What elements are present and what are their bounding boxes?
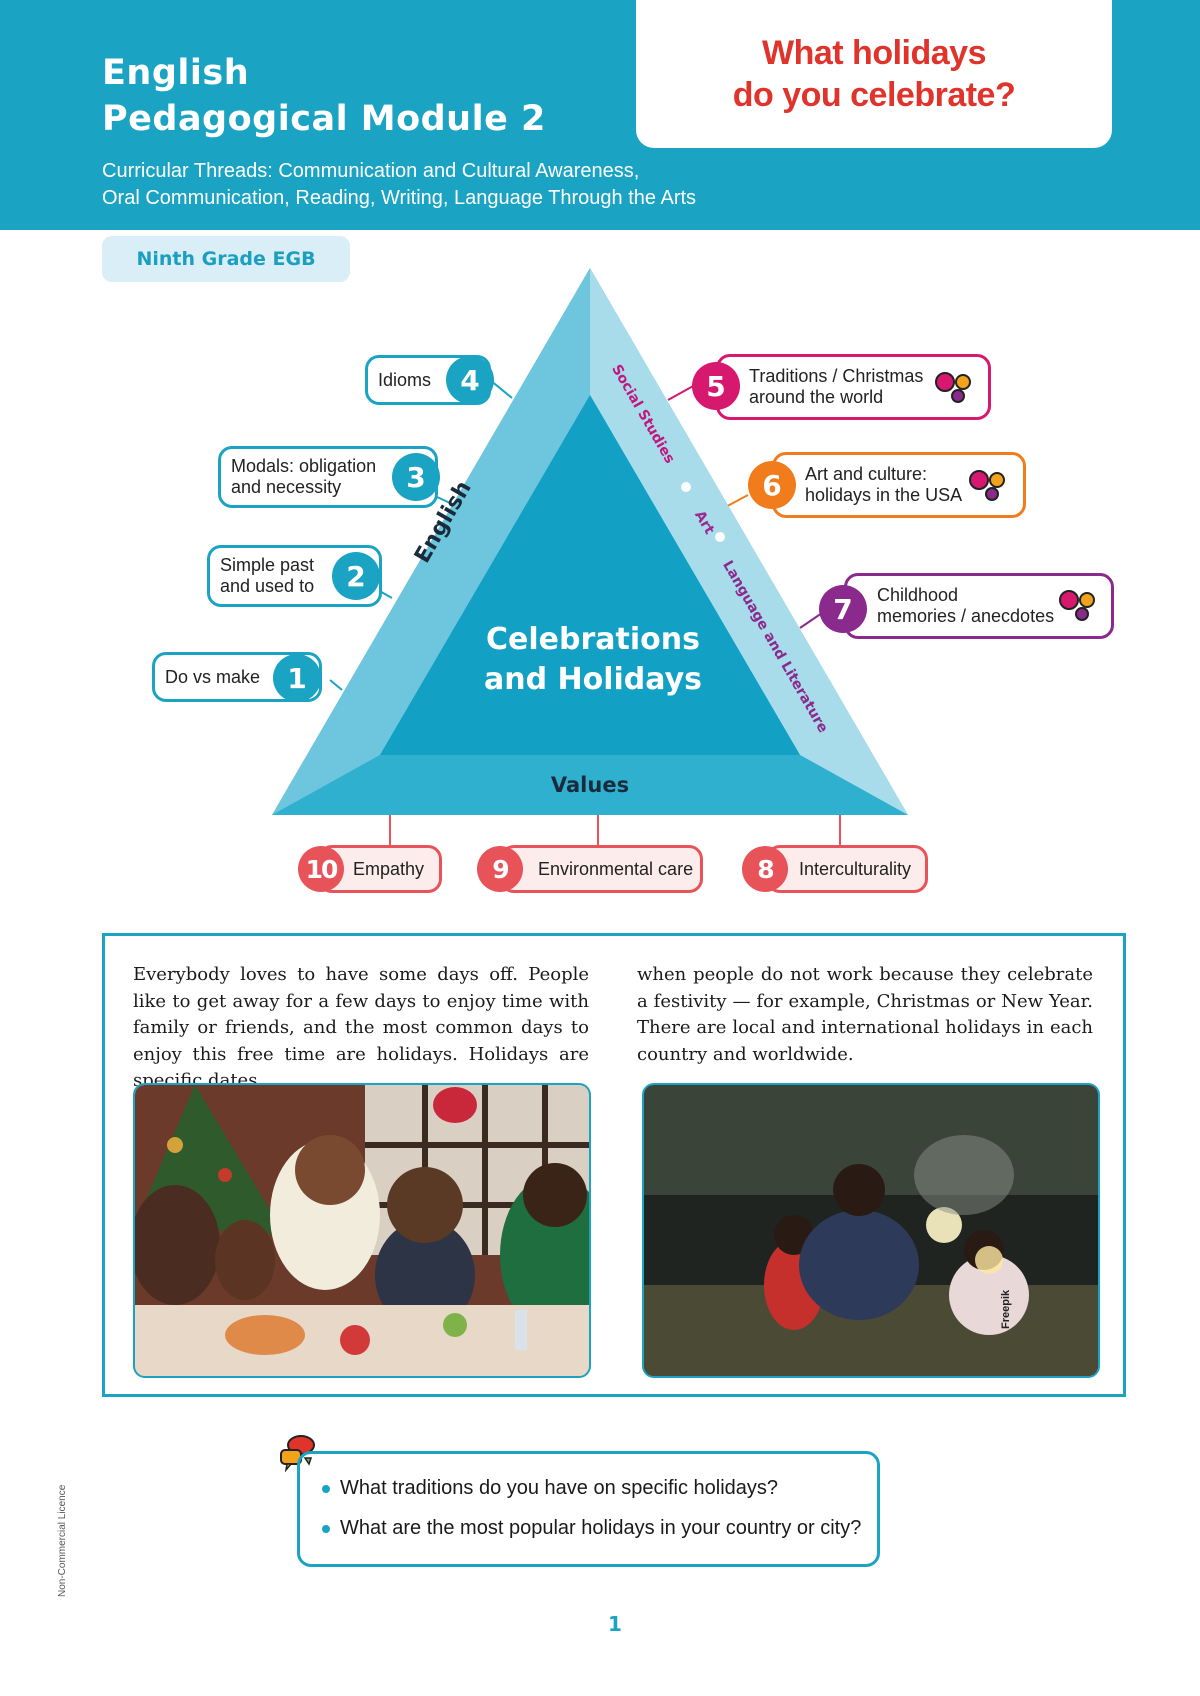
reading-box: Everybody loves to have some days off. P…: [102, 933, 1126, 1397]
number-badge-8: 8: [742, 846, 788, 892]
item-label: Do vs make: [165, 666, 261, 687]
discussion-question: What traditions do you have on specific …: [322, 1478, 877, 1499]
center-line-2: and Holidays: [483, 662, 702, 697]
item-label-line-1: Simple past: [220, 555, 315, 575]
title-line-1: English: [102, 53, 250, 93]
value-item-8: Interculturality: [766, 845, 928, 893]
number-badge-2: 2: [332, 552, 380, 600]
center-line-1: Celebrations: [486, 622, 700, 657]
photo-credit: Freepik: [1000, 1289, 1012, 1329]
bullet-icon: [322, 1484, 330, 1493]
sparklers-photo: [642, 1083, 1100, 1378]
family-christmas-photo: [133, 1083, 591, 1378]
english-item-1: Do vs make: [152, 652, 322, 702]
value-item-9: Environmental care: [500, 845, 703, 893]
item-label: Interculturality: [799, 858, 912, 879]
item-label-line-1: Art and culture:: [805, 464, 928, 484]
item-label: Environmental care: [538, 858, 694, 879]
question-text: What traditions do you have on specific …: [340, 1477, 779, 1499]
item-label-line-1: Modals: obligation: [231, 456, 377, 476]
number-badge-6: 6: [748, 461, 796, 509]
item-label-line-2: holidays in the USA: [805, 485, 963, 505]
center-topic: Celebrations and Holidays: [430, 620, 756, 700]
item-label-line-1: Childhood: [877, 585, 959, 605]
page-number: 1: [608, 1612, 622, 1636]
number-badge-3: 3: [392, 453, 440, 501]
number-badge-5: 5: [692, 362, 740, 410]
page-header: English Pedagogical Module 2 Curricular …: [0, 0, 1200, 230]
topic-diagram: Celebrations and Holidays English Values…: [152, 268, 1114, 893]
item-label-line-2: around the world: [749, 387, 884, 407]
culture-item-6: Art and culture: holidays in the USA: [772, 452, 1026, 518]
number-badge-7: 7: [819, 585, 867, 633]
grade-badge: Ninth Grade EGB: [102, 236, 350, 282]
item-label-line-2: memories / anecdotes: [877, 606, 1055, 626]
threads-line-1: Curricular Threads: Communication and Cu…: [102, 160, 640, 182]
title-line-2: Pedagogical Module 2: [102, 99, 546, 139]
reading-column-1: Everybody loves to have some days off. P…: [133, 964, 589, 1091]
connector-1: [329, 679, 343, 691]
value-item-10: Empathy: [318, 845, 442, 893]
gears-icon: [935, 372, 971, 403]
question-line-1: What holidays: [762, 34, 986, 72]
number-badge-9: 9: [477, 846, 523, 892]
question-line-2: do you celebrate?: [732, 76, 1016, 114]
licence-note: Non-Commercial Licence: [57, 1484, 68, 1597]
bullet-icon: [322, 1524, 330, 1533]
curricular-threads: Curricular Threads: Communication and Cu…: [102, 158, 696, 212]
discussion-questions: What traditions do you have on specific …: [297, 1451, 880, 1567]
values-side-label: Values: [550, 773, 630, 797]
threads-line-2: Oral Communication, Reading, Writing, La…: [102, 187, 697, 209]
item-label-line-2: and used to: [220, 576, 315, 596]
item-label: Idioms: [378, 369, 432, 390]
gears-icon: [969, 470, 1005, 501]
gears-icon: [1059, 590, 1095, 621]
main-question: What holidays do you celebrate?: [636, 32, 1112, 116]
question-box: What holidays do you celebrate?: [636, 0, 1112, 148]
item-label-line-2: and necessity: [231, 477, 342, 497]
discussion-question: What are the most popular holidays in yo…: [322, 1518, 877, 1539]
triangle-graphic: [272, 268, 908, 845]
reading-column-2: when people do not work because they cel…: [637, 964, 1093, 1065]
item-label-line-1: Traditions / Christmas: [749, 366, 924, 386]
number-badge-10: 10: [298, 846, 344, 892]
question-text: What are the most popular holidays in yo…: [340, 1517, 862, 1539]
number-badge-4: 4: [446, 356, 494, 404]
module-title: English Pedagogical Module 2: [102, 50, 546, 142]
number-badge-1: 1: [273, 654, 321, 702]
item-label: Empathy: [353, 858, 425, 879]
